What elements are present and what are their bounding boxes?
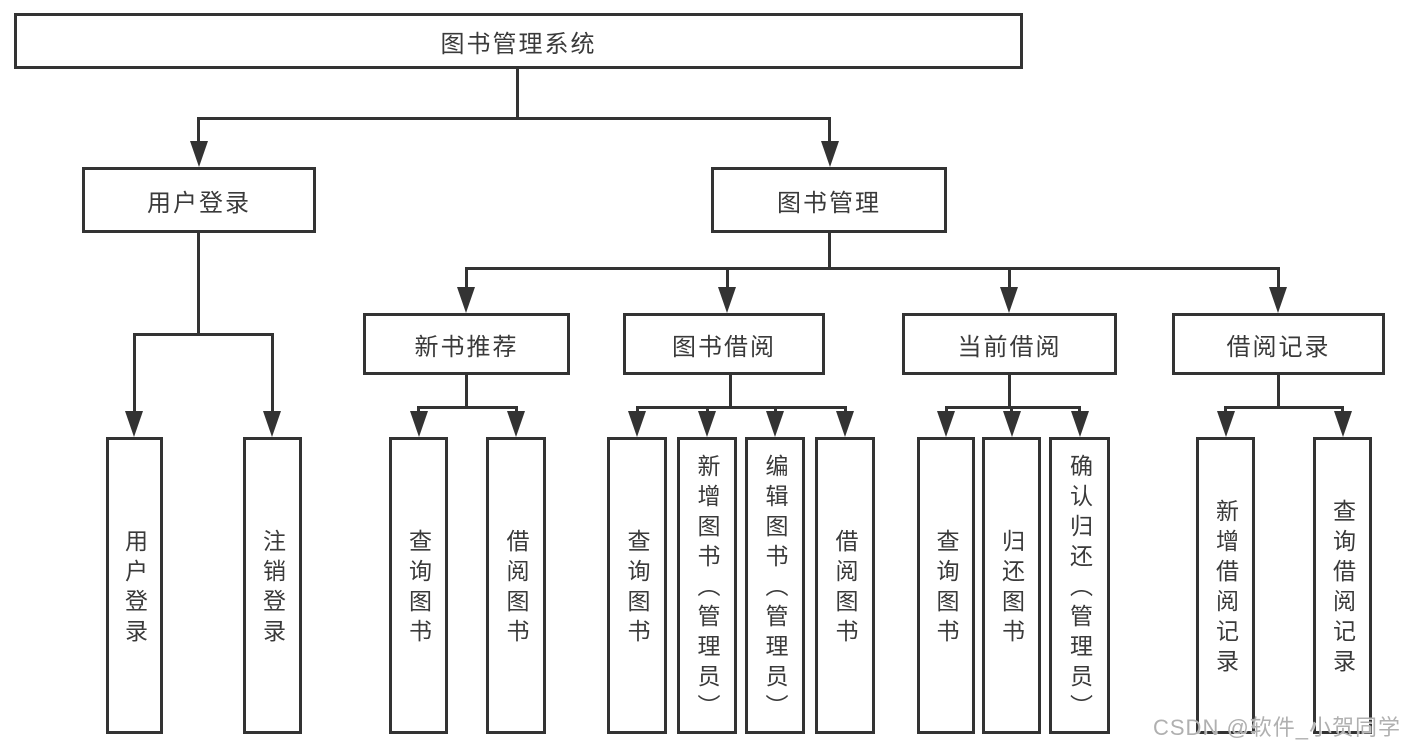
node-new-book-recommend-label: 新书推荐 bbox=[414, 333, 519, 361]
arrowhead-icon bbox=[263, 411, 281, 437]
connector-trunk bbox=[828, 233, 831, 270]
connector-stem bbox=[1010, 406, 1013, 412]
connector-hline bbox=[417, 406, 518, 409]
arrowhead-icon bbox=[1000, 287, 1018, 313]
connector-stem bbox=[417, 406, 420, 412]
connector-stem bbox=[271, 333, 274, 411]
arrowhead-icon bbox=[1334, 411, 1352, 437]
connector-stem bbox=[844, 406, 847, 412]
connector-stem bbox=[726, 267, 729, 288]
arrowhead-icon bbox=[718, 287, 736, 313]
leaf-record-add-label: 新增借阅记录 bbox=[1212, 499, 1239, 679]
node-new-book-recommend: 新书推荐 bbox=[363, 313, 570, 375]
connector-stem bbox=[515, 406, 518, 412]
connector-level3-hline bbox=[465, 267, 1279, 270]
arrowhead-icon bbox=[457, 287, 475, 313]
connector-stem bbox=[1277, 267, 1280, 288]
leaf-borrow-query: 查询图书 bbox=[607, 437, 667, 734]
arrowhead-icon bbox=[836, 411, 854, 437]
leaf-borrow-add-label: 新增图书（管理员） bbox=[694, 454, 720, 724]
leaf-borrow-book-label: 借阅图书 bbox=[832, 529, 858, 649]
leaf-borrow-query-label: 查询图书 bbox=[624, 529, 650, 649]
leaf-newbook-query-label: 查询图书 bbox=[405, 529, 432, 649]
leaf-logout-label: 注销登录 bbox=[259, 529, 286, 649]
connector-stem bbox=[706, 406, 709, 412]
node-book-borrow-label: 图书借阅 bbox=[672, 333, 776, 361]
arrowhead-icon bbox=[1071, 411, 1089, 437]
arrowhead-icon bbox=[628, 411, 646, 437]
leaf-borrow-edit-label: 编辑图书（管理员） bbox=[762, 454, 788, 724]
connector-stem bbox=[197, 117, 200, 142]
connector-stem bbox=[1008, 267, 1011, 288]
connector-stem bbox=[774, 406, 777, 412]
arrowhead-icon bbox=[1269, 287, 1287, 313]
node-root-label: 图书管理系统 bbox=[440, 30, 597, 58]
node-book-borrow: 图书借阅 bbox=[623, 313, 825, 375]
connector-level2-hline bbox=[197, 117, 831, 120]
leaf-user-login-label: 用户登录 bbox=[121, 529, 148, 649]
node-user-login-label: 用户登录 bbox=[147, 189, 251, 217]
connector-trunk bbox=[1008, 375, 1011, 409]
leaf-current-return-label: 归还图书 bbox=[998, 529, 1025, 649]
arrowhead-icon bbox=[937, 411, 955, 437]
leaf-current-return: 归还图书 bbox=[982, 437, 1041, 734]
connector-trunk bbox=[465, 375, 468, 409]
arrowhead-icon bbox=[821, 141, 839, 167]
arrowhead-icon bbox=[507, 411, 525, 437]
arrowhead-icon bbox=[698, 411, 716, 437]
connector-stem bbox=[945, 406, 948, 412]
leaf-newbook-query: 查询图书 bbox=[389, 437, 448, 734]
connector-stem bbox=[1341, 406, 1344, 412]
leaf-borrow-add: 新增图书（管理员） bbox=[677, 437, 737, 734]
leaf-borrow-edit: 编辑图书（管理员） bbox=[745, 437, 805, 734]
leaf-borrow-book: 借阅图书 bbox=[815, 437, 875, 734]
connector-stem bbox=[1078, 406, 1081, 412]
connector-trunk bbox=[1277, 375, 1280, 409]
leaf-current-confirm-label: 确认归还（管理员） bbox=[1066, 454, 1093, 724]
leaf-current-query-label: 查询图书 bbox=[933, 529, 959, 649]
node-book-management-label: 图书管理 bbox=[777, 189, 881, 217]
leaf-record-add: 新增借阅记录 bbox=[1196, 437, 1255, 734]
arrowhead-icon bbox=[125, 411, 143, 437]
node-book-management: 图书管理 bbox=[711, 167, 947, 233]
connector-stem bbox=[1224, 406, 1227, 412]
arrowhead-icon bbox=[190, 141, 208, 167]
connector-trunk bbox=[729, 375, 732, 409]
leaf-logout: 注销登录 bbox=[243, 437, 302, 734]
node-borrow-record-label: 借阅记录 bbox=[1226, 333, 1331, 361]
connector-trunk bbox=[197, 233, 200, 336]
leaf-current-confirm: 确认归还（管理员） bbox=[1049, 437, 1110, 734]
connector-hline bbox=[1224, 406, 1343, 409]
connector-root-trunk bbox=[516, 69, 519, 118]
connector-stem bbox=[133, 333, 136, 411]
leaf-record-query-label: 查询借阅记录 bbox=[1329, 499, 1356, 679]
connector-stem bbox=[636, 406, 639, 412]
connector-hline bbox=[636, 406, 846, 409]
arrowhead-icon bbox=[766, 411, 784, 437]
node-root: 图书管理系统 bbox=[14, 13, 1023, 69]
arrowhead-icon bbox=[1217, 411, 1235, 437]
node-current-borrow-label: 当前借阅 bbox=[957, 333, 1062, 361]
connector-stem bbox=[828, 117, 831, 142]
arrowhead-icon bbox=[1003, 411, 1021, 437]
leaf-current-query: 查询图书 bbox=[917, 437, 975, 734]
leaf-user-login: 用户登录 bbox=[106, 437, 163, 734]
node-current-borrow: 当前借阅 bbox=[902, 313, 1117, 375]
arrowhead-icon bbox=[410, 411, 428, 437]
leaf-record-query: 查询借阅记录 bbox=[1313, 437, 1372, 734]
connector-stem bbox=[465, 267, 468, 288]
node-borrow-record: 借阅记录 bbox=[1172, 313, 1385, 375]
leaf-newbook-borrow: 借阅图书 bbox=[486, 437, 546, 734]
connector-hline bbox=[133, 333, 274, 336]
node-user-login: 用户登录 bbox=[82, 167, 316, 233]
csdn-watermark: CSDN @软件_小贺同学 bbox=[1153, 715, 1402, 740]
leaf-newbook-borrow-label: 借阅图书 bbox=[503, 529, 529, 649]
